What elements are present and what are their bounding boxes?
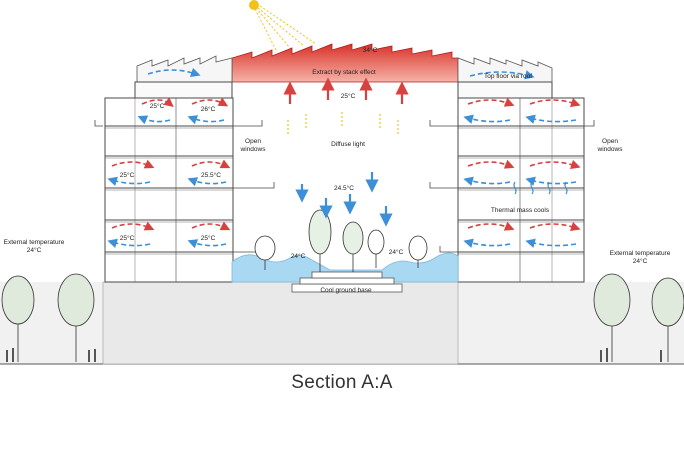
atrium-tree-trunks (264, 254, 419, 272)
label-line: Open (245, 138, 261, 145)
ground-right-temp-label: 24°C (389, 248, 404, 256)
diffuse-light-rays (287, 112, 399, 136)
label-line: 24°C (27, 246, 42, 254)
label-line: windows (597, 146, 624, 153)
ground-left-temp-label: 24°C (291, 252, 306, 260)
right-balconies (429, 120, 595, 253)
top-floor-label: Top floor via roof (484, 73, 532, 80)
left-balconies (94, 120, 275, 253)
room-temp-l2b: 25.5°C (201, 171, 221, 179)
thermal-mass-arrows (513, 181, 568, 195)
label-line: Open (602, 138, 618, 145)
left-building-block (104, 81, 234, 283)
left-external-trees (1, 273, 95, 362)
label-line: 24°C (633, 257, 648, 265)
label-line: windows (240, 146, 267, 153)
room-temp-l2a: 25°C (120, 171, 135, 179)
diffuse-light-label: Diffuse light (331, 141, 365, 148)
atrium-trees (254, 209, 428, 261)
right-external-trees (593, 273, 684, 362)
room-temp-l1b: 26°C (201, 105, 216, 113)
extract-label: Extract by stack effect (312, 69, 376, 76)
left-roof-sawtooth (136, 55, 233, 83)
people-figures (6, 348, 662, 362)
room-temp-l1a: 25°C (150, 102, 165, 110)
label-line: External temperature (4, 239, 65, 246)
sun-icon (249, 0, 317, 51)
thermal-mass-label: Thermal mass cools (491, 207, 550, 214)
atrium-upper-temp-label: 25°C (341, 92, 356, 100)
right-building-block (457, 81, 585, 283)
ground-base-steps (291, 271, 403, 293)
room-airflow-arrows (107, 67, 581, 249)
atrium-mid-temp-label: 24.5°C (334, 184, 354, 192)
room-temp-l3a: 25°C (120, 234, 135, 242)
roof-glazing (231, 43, 459, 83)
section-caption: Section A:A (291, 372, 393, 393)
roof-temp-label: 34°C (363, 46, 378, 54)
label-line: External temperature (610, 250, 671, 257)
room-temp-l3b: 25°C (201, 234, 216, 242)
atrium-stack-arrows (283, 77, 409, 227)
basement (102, 281, 459, 365)
cool-ground-label: Cool ground base (320, 287, 372, 294)
